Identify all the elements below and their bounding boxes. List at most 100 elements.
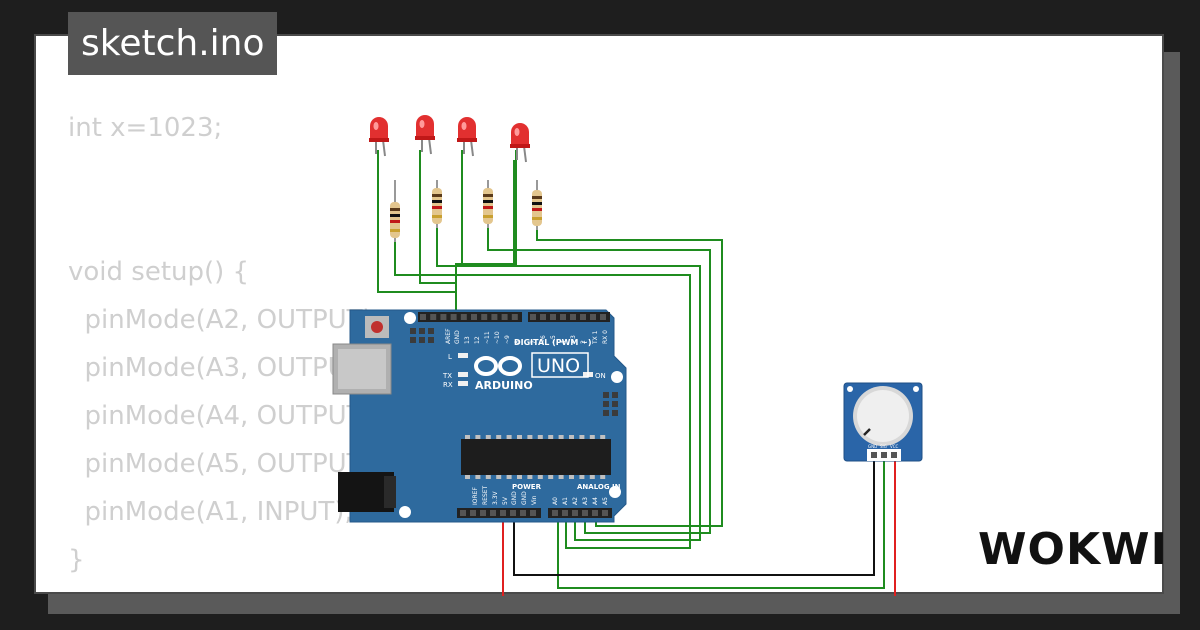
chip-pin (569, 435, 574, 439)
wire-pot-sig-a1 (557, 455, 885, 589)
analog-pin-label: A2 (572, 497, 579, 505)
header-pin (460, 314, 467, 320)
power-pin-label: GND (521, 491, 528, 505)
chip-pin (537, 435, 543, 439)
green-wires (377, 150, 885, 589)
header-pin (460, 510, 466, 516)
code-line: void setup() { (68, 257, 250, 287)
top-pin-label: 13 (464, 336, 471, 344)
top-pin-label: ~9 (504, 335, 511, 344)
header-pin (602, 510, 608, 516)
wire-led1-gnd (377, 150, 457, 318)
chip-pin (558, 475, 564, 479)
top-pin-label: ~5 (550, 335, 557, 344)
header-pin (592, 510, 598, 516)
chip-pin (579, 475, 585, 479)
resistor-3 (483, 180, 493, 228)
top-pin-label: ~6 (540, 335, 547, 344)
header-pin (470, 510, 476, 516)
on-label: ON (595, 372, 606, 380)
header-pin (582, 510, 588, 516)
led-4 (510, 123, 530, 163)
chip-pin (527, 435, 533, 439)
top-pin-label: ~10 (494, 331, 501, 344)
chip-pin (475, 435, 481, 439)
chip-pin (506, 475, 512, 479)
header-pin (600, 314, 606, 320)
power-pin-label: Vin (531, 495, 538, 505)
header-pin (480, 510, 486, 516)
digital-label: DIGITAL (PWM ~) (514, 338, 592, 347)
chip-pin (600, 435, 606, 439)
top-pin-label: RX 0 (602, 330, 609, 344)
chip-pin (465, 475, 470, 479)
wire-pot-gnd (513, 455, 875, 576)
analog-header (548, 508, 612, 518)
analog-pin-label: A3 (582, 497, 589, 505)
led-2 (415, 115, 435, 155)
header-pin (450, 314, 457, 320)
chip-pin (600, 475, 606, 479)
top-pin-label: TX 1 (592, 330, 599, 345)
chip-pin (589, 475, 595, 479)
power-pin-label: RESET (482, 485, 489, 505)
mount-hole (404, 312, 416, 324)
power-pin-label: IOREF (472, 487, 479, 505)
header-pin (552, 510, 558, 516)
header-pin (540, 314, 546, 320)
led-label-tx: TX (442, 372, 452, 380)
led-1 (369, 117, 389, 157)
analog-pin-label: A4 (592, 497, 599, 505)
power-pin-label: 5V (502, 496, 509, 505)
led-3 (457, 117, 477, 157)
header-pin (501, 314, 508, 320)
header-pin (491, 314, 498, 320)
header-pin (590, 314, 596, 320)
chip-pin (548, 475, 554, 479)
top-pin-label: 8 (514, 340, 521, 344)
wire-led4-gnd (455, 150, 517, 292)
top-pin-label: AREF (445, 328, 452, 344)
header-pin (510, 510, 516, 516)
chip-pin (496, 435, 502, 439)
chip-pin (506, 435, 512, 439)
page-title: sketch.ino (68, 12, 278, 75)
code-line: int x=1023; (68, 113, 223, 143)
header-pin (560, 314, 566, 320)
header-pin (511, 314, 518, 320)
resistor-group (390, 180, 542, 242)
header-pin (562, 510, 568, 516)
header-pin (550, 314, 556, 320)
chip-pin (485, 435, 491, 439)
mount-hole (611, 371, 623, 383)
digital-header-left (418, 312, 522, 322)
wokwi-logo-text: WOKWI (978, 524, 1168, 575)
header-pin (520, 510, 526, 516)
top-pin-label: ~11 (484, 331, 491, 344)
wire-r1-a2 (394, 240, 691, 549)
top-pin-label: 7 (530, 340, 537, 344)
wire-r3-a4 (487, 226, 711, 534)
power-label: POWER (512, 483, 542, 491)
chip-pin (496, 475, 502, 479)
pot-knob-indicator (863, 428, 871, 436)
header-pin (580, 314, 586, 320)
wire-led2-gnd (419, 150, 456, 284)
chip-pin (558, 435, 564, 439)
top-pin-label: ~3 (570, 335, 577, 344)
analog-pin-label: A5 (602, 497, 609, 505)
led-label-l: L (448, 353, 452, 361)
digital-header-right (528, 312, 610, 322)
header-pin (530, 510, 536, 516)
top-pin-label: 12 (474, 336, 481, 344)
chip-pin (548, 435, 554, 439)
mount-hole (609, 486, 621, 498)
header-pin (481, 314, 488, 320)
chip-pin (485, 475, 491, 479)
chip-pin (517, 475, 522, 479)
model-text: UNO (537, 355, 580, 377)
atmega-chip (461, 439, 611, 475)
brand-text: ARDUINO (475, 379, 533, 392)
